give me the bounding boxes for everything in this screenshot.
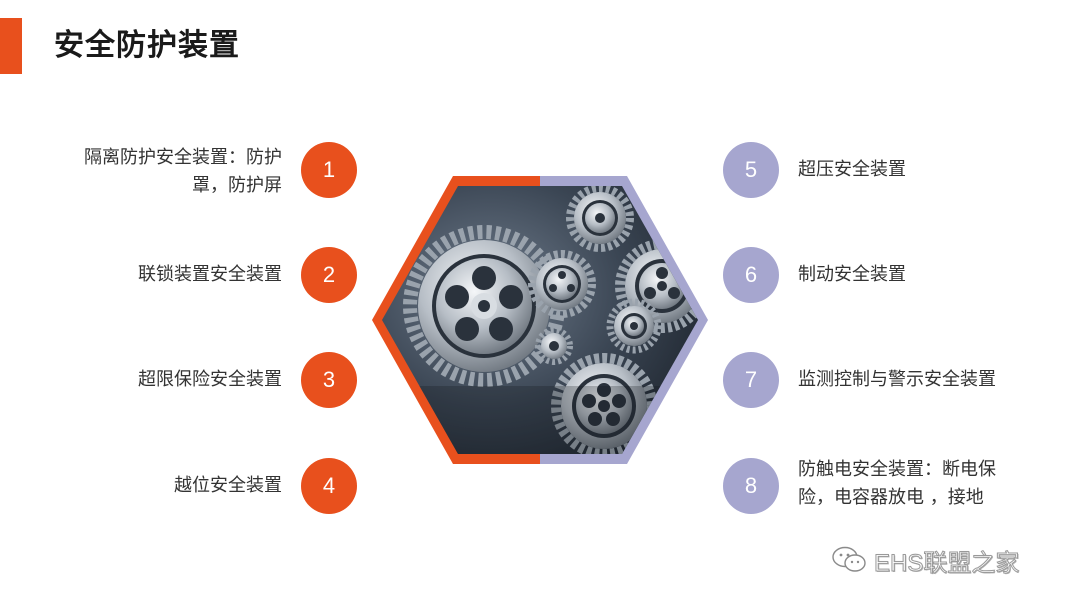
item-1-label: 隔离防护安全装置：防护罩，防护屏 bbox=[84, 147, 282, 196]
watermark-text: EHS联盟之家 bbox=[873, 549, 1020, 577]
item-5-number: 5 bbox=[723, 142, 779, 198]
watermark: EHS联盟之家 bbox=[832, 542, 1052, 578]
page-title: 安全防护装置 bbox=[54, 28, 240, 63]
item-2-number: 2 bbox=[301, 247, 357, 303]
gears-image bbox=[372, 176, 708, 464]
wechat-icon bbox=[832, 546, 866, 572]
item-4-label: 越位安全装置 bbox=[174, 475, 282, 496]
item-3-number: 3 bbox=[301, 352, 357, 408]
item-6-number: 6 bbox=[723, 247, 779, 303]
item-1-number: 1 bbox=[301, 142, 357, 198]
item-3-label: 超限保险安全装置 bbox=[138, 369, 282, 390]
item-4-number: 4 bbox=[301, 458, 357, 514]
item-8-number: 8 bbox=[723, 458, 779, 514]
item-7-label: 监测控制与警示安全装置 bbox=[798, 369, 996, 390]
title-accent-bar bbox=[0, 18, 22, 74]
item-2-label: 联锁装置安全装置 bbox=[138, 264, 282, 285]
item-6-label: 制动安全装置 bbox=[798, 264, 906, 285]
item-7-number: 7 bbox=[723, 352, 779, 408]
item-5-label: 超压安全装置 bbox=[798, 159, 906, 180]
item-8-label: 防触电安全装置：断电保险，电容器放电 ，接地 bbox=[798, 459, 996, 508]
